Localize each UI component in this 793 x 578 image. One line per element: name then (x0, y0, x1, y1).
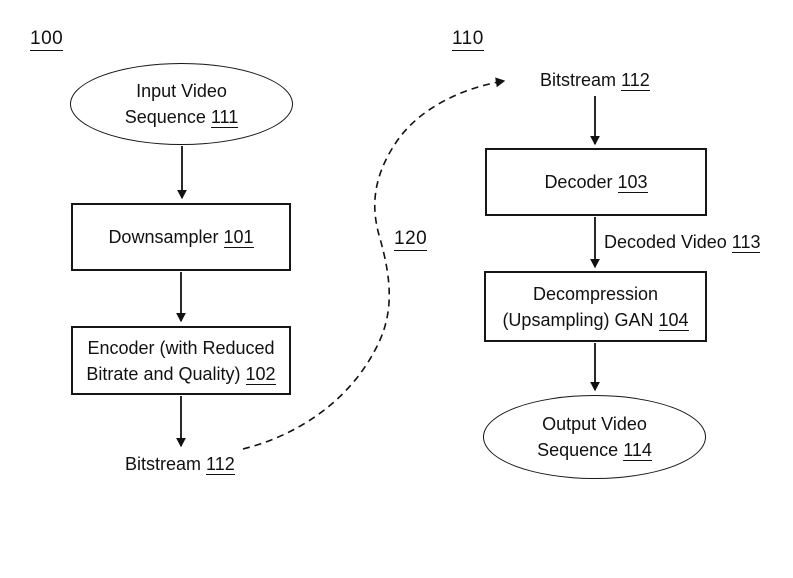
output-video-sequence-label: Output Video Sequence (537, 414, 647, 460)
dashed-bitstream-transfer-arrow (242, 77, 506, 450)
decoder-text: Decoder 103 (544, 169, 648, 195)
decoder-ref: 103 (617, 172, 648, 193)
downsampler-label: Downsampler (108, 227, 219, 247)
decoder-label: Decoder (544, 172, 613, 192)
decompression-gan-text: Decompression (Upsampling) GAN 104 (498, 281, 693, 333)
downsampler-text: Downsampler 101 (108, 224, 254, 250)
input-video-sequence-label: Input Video Sequence (124, 81, 227, 127)
connector-tag-number: 120 (394, 228, 428, 251)
encoder-text: Encoder (with Reduced Bitrate and Qualit… (81, 335, 281, 387)
downsampler-node: Downsampler 101 (71, 203, 291, 271)
decoded-video-label: Decoded Video 113 (604, 231, 761, 253)
decompression-gan-node: Decompression (Upsampling) GAN 104 (484, 271, 707, 342)
left-flow-tag-number: 100 (30, 28, 64, 51)
downsampler-ref: 101 (223, 227, 254, 248)
right-flow-tag-number: 110 (452, 28, 484, 51)
input-video-sequence-text: Input Video Sequence 111 (117, 78, 247, 130)
right-bitstream-label: Bitstream 112 (540, 69, 650, 91)
left-bitstream-label: Bitstream 112 (125, 453, 235, 475)
output-video-sequence-text: Output Video Sequence 114 (527, 411, 662, 463)
left-bitstream-ref: 112 (206, 454, 235, 475)
output-video-sequence-ref: 114 (623, 440, 652, 461)
input-video-sequence-ref: 111 (210, 107, 239, 128)
right-bitstream-text: Bitstream (540, 70, 617, 90)
left-bitstream-text: Bitstream (125, 454, 202, 474)
right-bitstream-ref: 112 (621, 70, 650, 91)
encoder-label: Encoder (with Reduced Bitrate and Qualit… (86, 337, 275, 384)
input-video-sequence-node: Input Video Sequence 111 (70, 63, 293, 145)
decoded-video-ref: 113 (731, 232, 761, 253)
decoder-node: Decoder 103 (485, 148, 707, 216)
connector-tag: 120 (394, 228, 428, 251)
decompression-gan-ref: 104 (658, 309, 689, 331)
output-video-sequence-node: Output Video Sequence 114 (483, 395, 706, 479)
right-flow-tag: 110 (452, 28, 484, 51)
left-flow-tag: 100 (30, 28, 64, 51)
decoded-video-text: Decoded Video (604, 232, 727, 252)
decompression-gan-label: Decompression (Upsampling) GAN (502, 283, 659, 330)
encoder-ref: 102 (245, 363, 276, 385)
encoder-node: Encoder (with Reduced Bitrate and Qualit… (71, 326, 291, 395)
